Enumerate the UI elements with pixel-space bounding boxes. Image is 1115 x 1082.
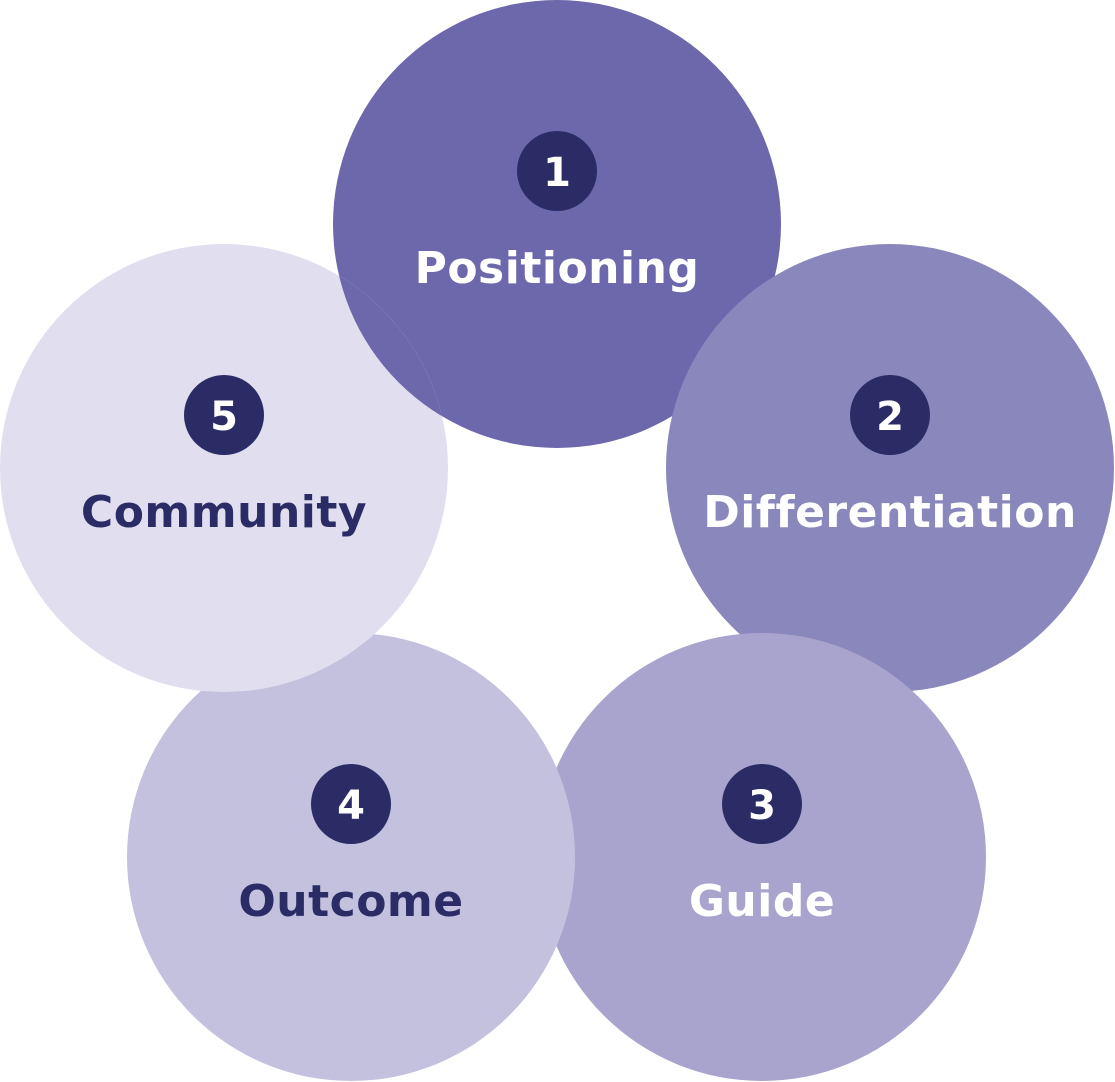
step-number: 4 — [337, 783, 365, 829]
step-label: Positioning — [415, 243, 700, 294]
step-number: 1 — [543, 150, 571, 196]
step-number-badge — [722, 764, 802, 844]
step-number-badge — [850, 375, 930, 455]
step-number-badge — [184, 375, 264, 455]
step-label: Community — [81, 487, 367, 538]
step-number-badge — [311, 764, 391, 844]
step-number: 2 — [876, 394, 904, 440]
step-number: 3 — [748, 783, 776, 829]
step-circle-5 — [0, 244, 448, 692]
step-number-badge — [517, 131, 597, 211]
step-label: Guide — [689, 876, 835, 927]
step-label: Outcome — [238, 876, 463, 927]
step-circle-2 — [666, 244, 1114, 692]
step-circle-3 — [538, 633, 986, 1081]
step-number: 5 — [210, 394, 238, 440]
step-circle-4 — [127, 633, 575, 1081]
step-label: Differentiation — [703, 487, 1077, 538]
step-circle-1 — [333, 0, 781, 448]
